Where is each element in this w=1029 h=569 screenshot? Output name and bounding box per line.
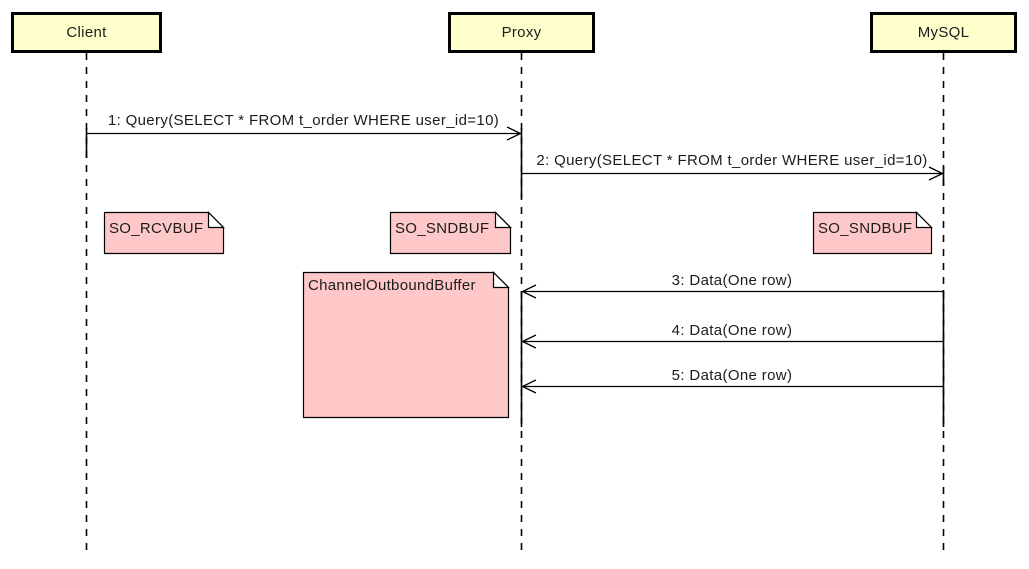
message-5-label: 5: Data(One row) (671, 367, 793, 384)
note-fold-corner (915, 211, 933, 229)
note-fold-corner (494, 211, 512, 229)
note-label-so-sndbuf-proxy: SO_SNDBUF (395, 220, 490, 237)
note-fold-corner (492, 271, 510, 289)
note-label-channel-outbound-buffer: ChannelOutboundBuffer (308, 277, 476, 294)
note-shape-so-sndbuf-proxy (389, 211, 512, 255)
note-shape-channel-outbound-buffer (302, 271, 510, 419)
message-3-label: 3: Data(One row) (671, 272, 793, 289)
actor-mysql: MySQL (870, 12, 1017, 53)
note-shape-so-sndbuf-mysql (812, 211, 933, 255)
actor-proxy: Proxy (448, 12, 595, 53)
message-2-arrow (521, 166, 944, 181)
message-5-arrow (521, 379, 944, 394)
note-label-so-sndbuf-mysql: SO_SNDBUF (818, 220, 913, 237)
arrowhead-left (521, 334, 537, 349)
note-fold-corner (207, 211, 225, 229)
arrowhead-left (521, 379, 537, 394)
arrowhead-right (506, 126, 522, 141)
message-4-label: 4: Data(One row) (671, 322, 793, 339)
actor-client: Client (11, 12, 162, 53)
note-label-so-rcvbuf: SO_RCVBUF (109, 220, 204, 237)
message-4-arrow (521, 334, 944, 349)
actor-label: MySQL (917, 24, 970, 41)
note-shape-so-rcvbuf (103, 211, 225, 255)
actor-label: Client (66, 24, 107, 41)
message-1-label: 1: Query(SELECT * FROM t_order WHERE use… (107, 112, 500, 129)
arrowhead-left (521, 284, 537, 299)
actor-label: Proxy (501, 24, 542, 41)
message-1-arrow (86, 126, 522, 141)
arrowhead-right (928, 166, 944, 181)
message-3-arrow (521, 284, 944, 299)
message-2-label: 2: Query(SELECT * FROM t_order WHERE use… (536, 152, 928, 169)
